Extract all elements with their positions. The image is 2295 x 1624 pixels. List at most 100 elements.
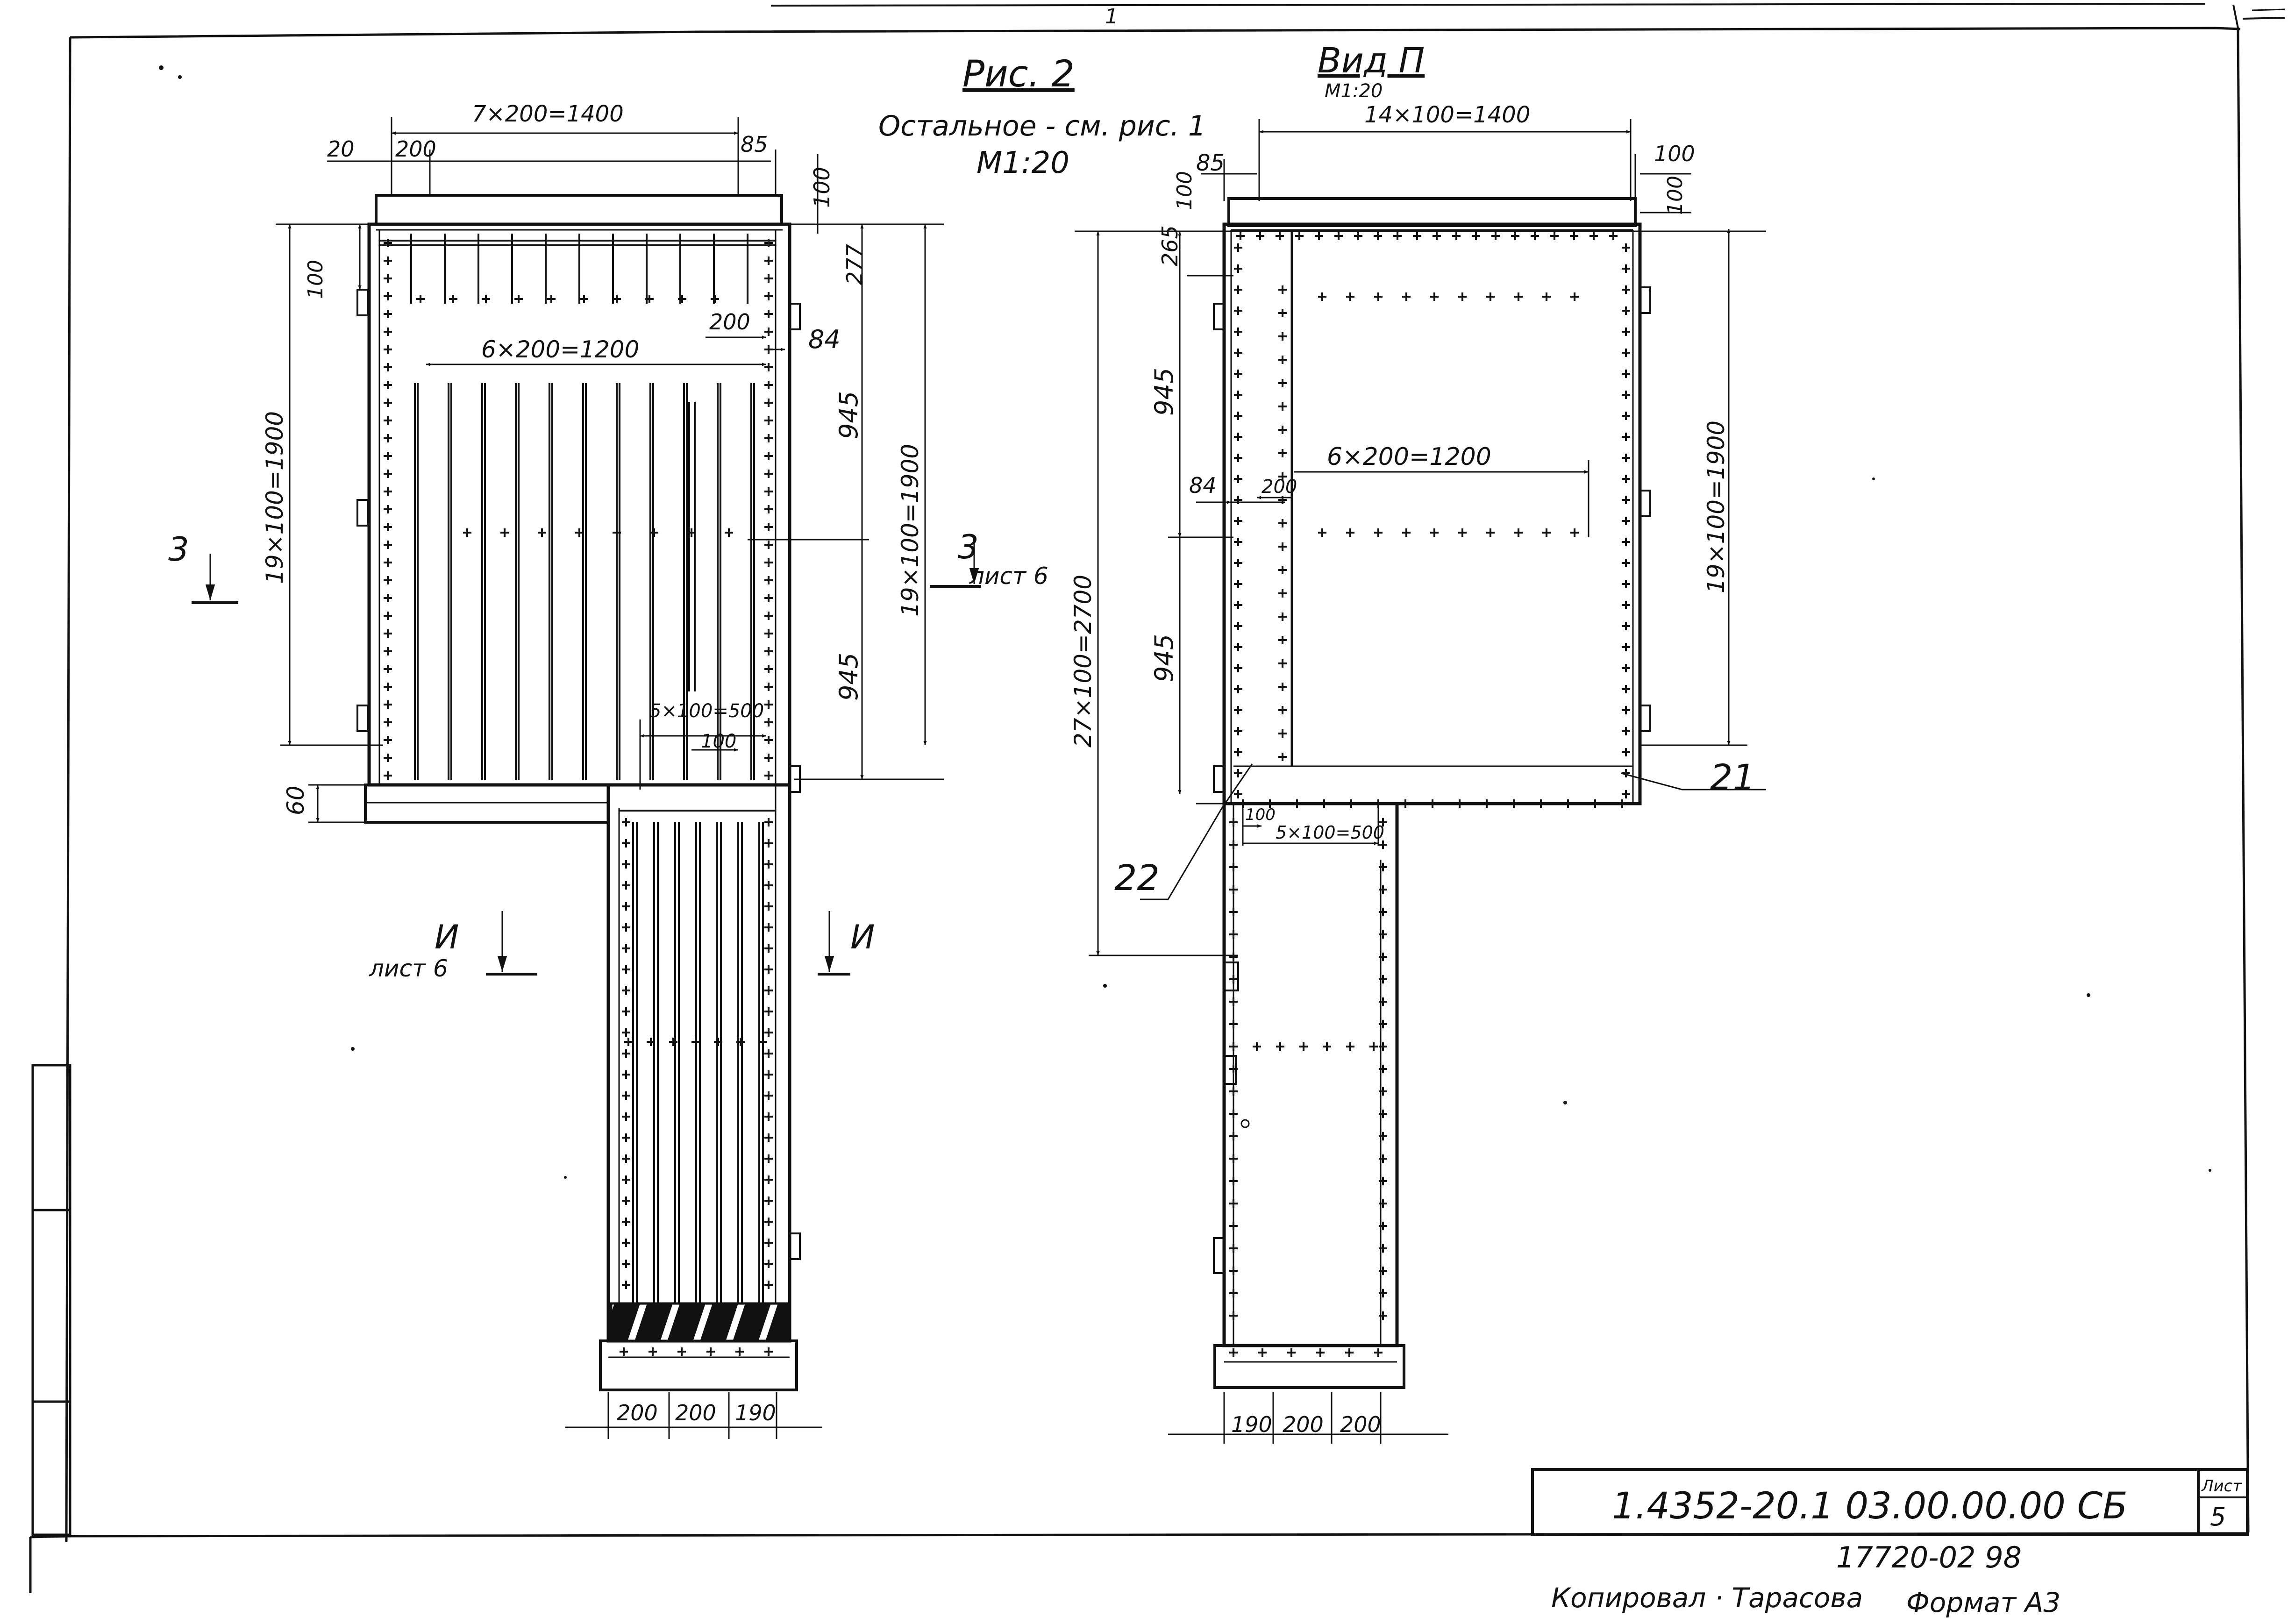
rivet-mark bbox=[764, 1007, 773, 1016]
rivet-mark bbox=[1345, 1348, 1354, 1357]
binding-strip bbox=[31, 1064, 71, 1536]
rivet-mark bbox=[650, 528, 658, 537]
rivet-mark bbox=[622, 1112, 630, 1121]
rivet-mark bbox=[622, 860, 630, 869]
rivet-mark bbox=[1374, 528, 1383, 537]
dim-bottom-right-3: 200 bbox=[1340, 1412, 1381, 1437]
callout-21: 21 bbox=[1710, 756, 1755, 798]
rivet-mark bbox=[1299, 1042, 1308, 1051]
rivet-mark bbox=[463, 528, 471, 537]
rivet-mark bbox=[1379, 997, 1387, 1006]
rivet-mark bbox=[1234, 264, 1242, 273]
rivet-mark bbox=[669, 1038, 677, 1046]
copied-by: Копировал · Тарасова bbox=[1551, 1582, 1863, 1614]
rivet-mark bbox=[1622, 454, 1630, 462]
dim-100-top-right: 100 bbox=[1654, 141, 1695, 166]
dim-200-right: 200 bbox=[1262, 476, 1297, 498]
rivet-mark bbox=[1229, 1020, 1238, 1028]
rivet-mark bbox=[764, 1239, 773, 1247]
rivet-mark bbox=[649, 1347, 657, 1356]
rivet-mark bbox=[384, 665, 392, 673]
rivet-mark bbox=[1234, 328, 1242, 336]
rivet-mark bbox=[1550, 232, 1559, 240]
rivet-mark bbox=[764, 718, 773, 727]
rivet-mark bbox=[384, 736, 392, 744]
rivet-mark bbox=[764, 328, 773, 336]
rivet-mark bbox=[1622, 285, 1630, 294]
rivet-mark bbox=[1369, 1042, 1378, 1051]
rivet-mark bbox=[1379, 908, 1387, 916]
rivet-mark bbox=[1278, 309, 1287, 317]
rivet-mark bbox=[764, 754, 773, 762]
rivet-mark bbox=[384, 292, 392, 300]
rivet-mark bbox=[1379, 1311, 1387, 1320]
rivet-mark bbox=[764, 700, 773, 709]
rivet-mark bbox=[622, 944, 630, 953]
rivet-mark bbox=[1622, 496, 1630, 504]
rivet-mark bbox=[1622, 370, 1630, 378]
rivet-mark bbox=[764, 986, 773, 995]
dim-bottom-left-1: 200 bbox=[617, 1400, 658, 1425]
rivet-mark bbox=[1379, 930, 1387, 939]
rivet-mark bbox=[764, 665, 773, 673]
rivet-mark bbox=[764, 1070, 773, 1079]
rivet-mark bbox=[714, 1038, 722, 1046]
rivet-mark bbox=[1234, 622, 1242, 630]
rivet-mark bbox=[1379, 1154, 1387, 1163]
archive-number: 17720-02 98 bbox=[1836, 1540, 2022, 1574]
rivet-mark bbox=[624, 1038, 633, 1046]
rivet-mark bbox=[1486, 528, 1495, 537]
rivet-mark bbox=[1234, 580, 1242, 588]
left-view-dimensions bbox=[192, 117, 981, 1439]
dim-bottom-right-1: 190 bbox=[1231, 1412, 1272, 1437]
scan-specks bbox=[159, 65, 2211, 1179]
rivet-mark bbox=[1278, 402, 1287, 411]
rivet-mark bbox=[1234, 748, 1242, 756]
rivet-mark bbox=[764, 363, 773, 371]
rivet-mark bbox=[1323, 1042, 1331, 1051]
rivet-mark bbox=[691, 1038, 700, 1046]
rivet-mark bbox=[622, 1049, 630, 1058]
rivet-mark bbox=[764, 881, 773, 890]
rivet-mark bbox=[384, 612, 392, 620]
rivet-mark bbox=[384, 363, 392, 371]
rivet-mark bbox=[384, 239, 392, 247]
rivet-mark bbox=[622, 902, 630, 911]
rivet-mark bbox=[764, 771, 773, 780]
rivet-mark bbox=[384, 328, 392, 336]
rivet-mark bbox=[1622, 664, 1630, 672]
dim-5x100-right: 5×100=500 bbox=[1276, 822, 1384, 843]
dim-bottom-left-3: 190 bbox=[735, 1400, 776, 1425]
dim-200-inner-left: 200 bbox=[709, 309, 750, 335]
right-view-body bbox=[1213, 197, 1651, 1389]
rivet-mark bbox=[764, 1154, 773, 1163]
rivet-mark bbox=[1295, 232, 1304, 240]
rivet-mark bbox=[1542, 528, 1551, 537]
rivet-mark bbox=[1278, 285, 1287, 294]
rivet-mark bbox=[1234, 664, 1242, 672]
rivet-mark bbox=[764, 629, 773, 638]
rivet-mark bbox=[645, 295, 654, 303]
rivet-mark bbox=[500, 528, 509, 537]
rivet-mark bbox=[1278, 613, 1287, 621]
rivet-mark bbox=[1379, 840, 1387, 849]
rivet-mark bbox=[764, 1260, 773, 1268]
rivet-mark bbox=[764, 683, 773, 691]
dim-100-top-left-r: 100 bbox=[1173, 171, 1197, 210]
rivet-mark bbox=[764, 839, 773, 848]
rivet-mark bbox=[1266, 799, 1274, 808]
rivet-mark bbox=[1318, 528, 1326, 537]
rivet-mark bbox=[1491, 232, 1500, 240]
dim-inner-spacing-right: 6×200=1200 bbox=[1327, 443, 1491, 471]
rivet-mark bbox=[1402, 528, 1411, 537]
view-scale: М1:20 bbox=[1325, 80, 1383, 102]
rivet-mark bbox=[1234, 790, 1242, 798]
rivet-mark bbox=[1234, 370, 1242, 378]
rivet-mark bbox=[1334, 232, 1343, 240]
rivet-mark bbox=[1589, 232, 1598, 240]
rivet-mark bbox=[1316, 1348, 1325, 1357]
rivet-mark bbox=[622, 839, 630, 848]
rivet-mark bbox=[1622, 412, 1630, 420]
doc-number: 1.4352-20.1 03.00.00.00 СБ bbox=[1612, 1485, 2128, 1527]
dim-84-left: 84 bbox=[808, 325, 841, 354]
